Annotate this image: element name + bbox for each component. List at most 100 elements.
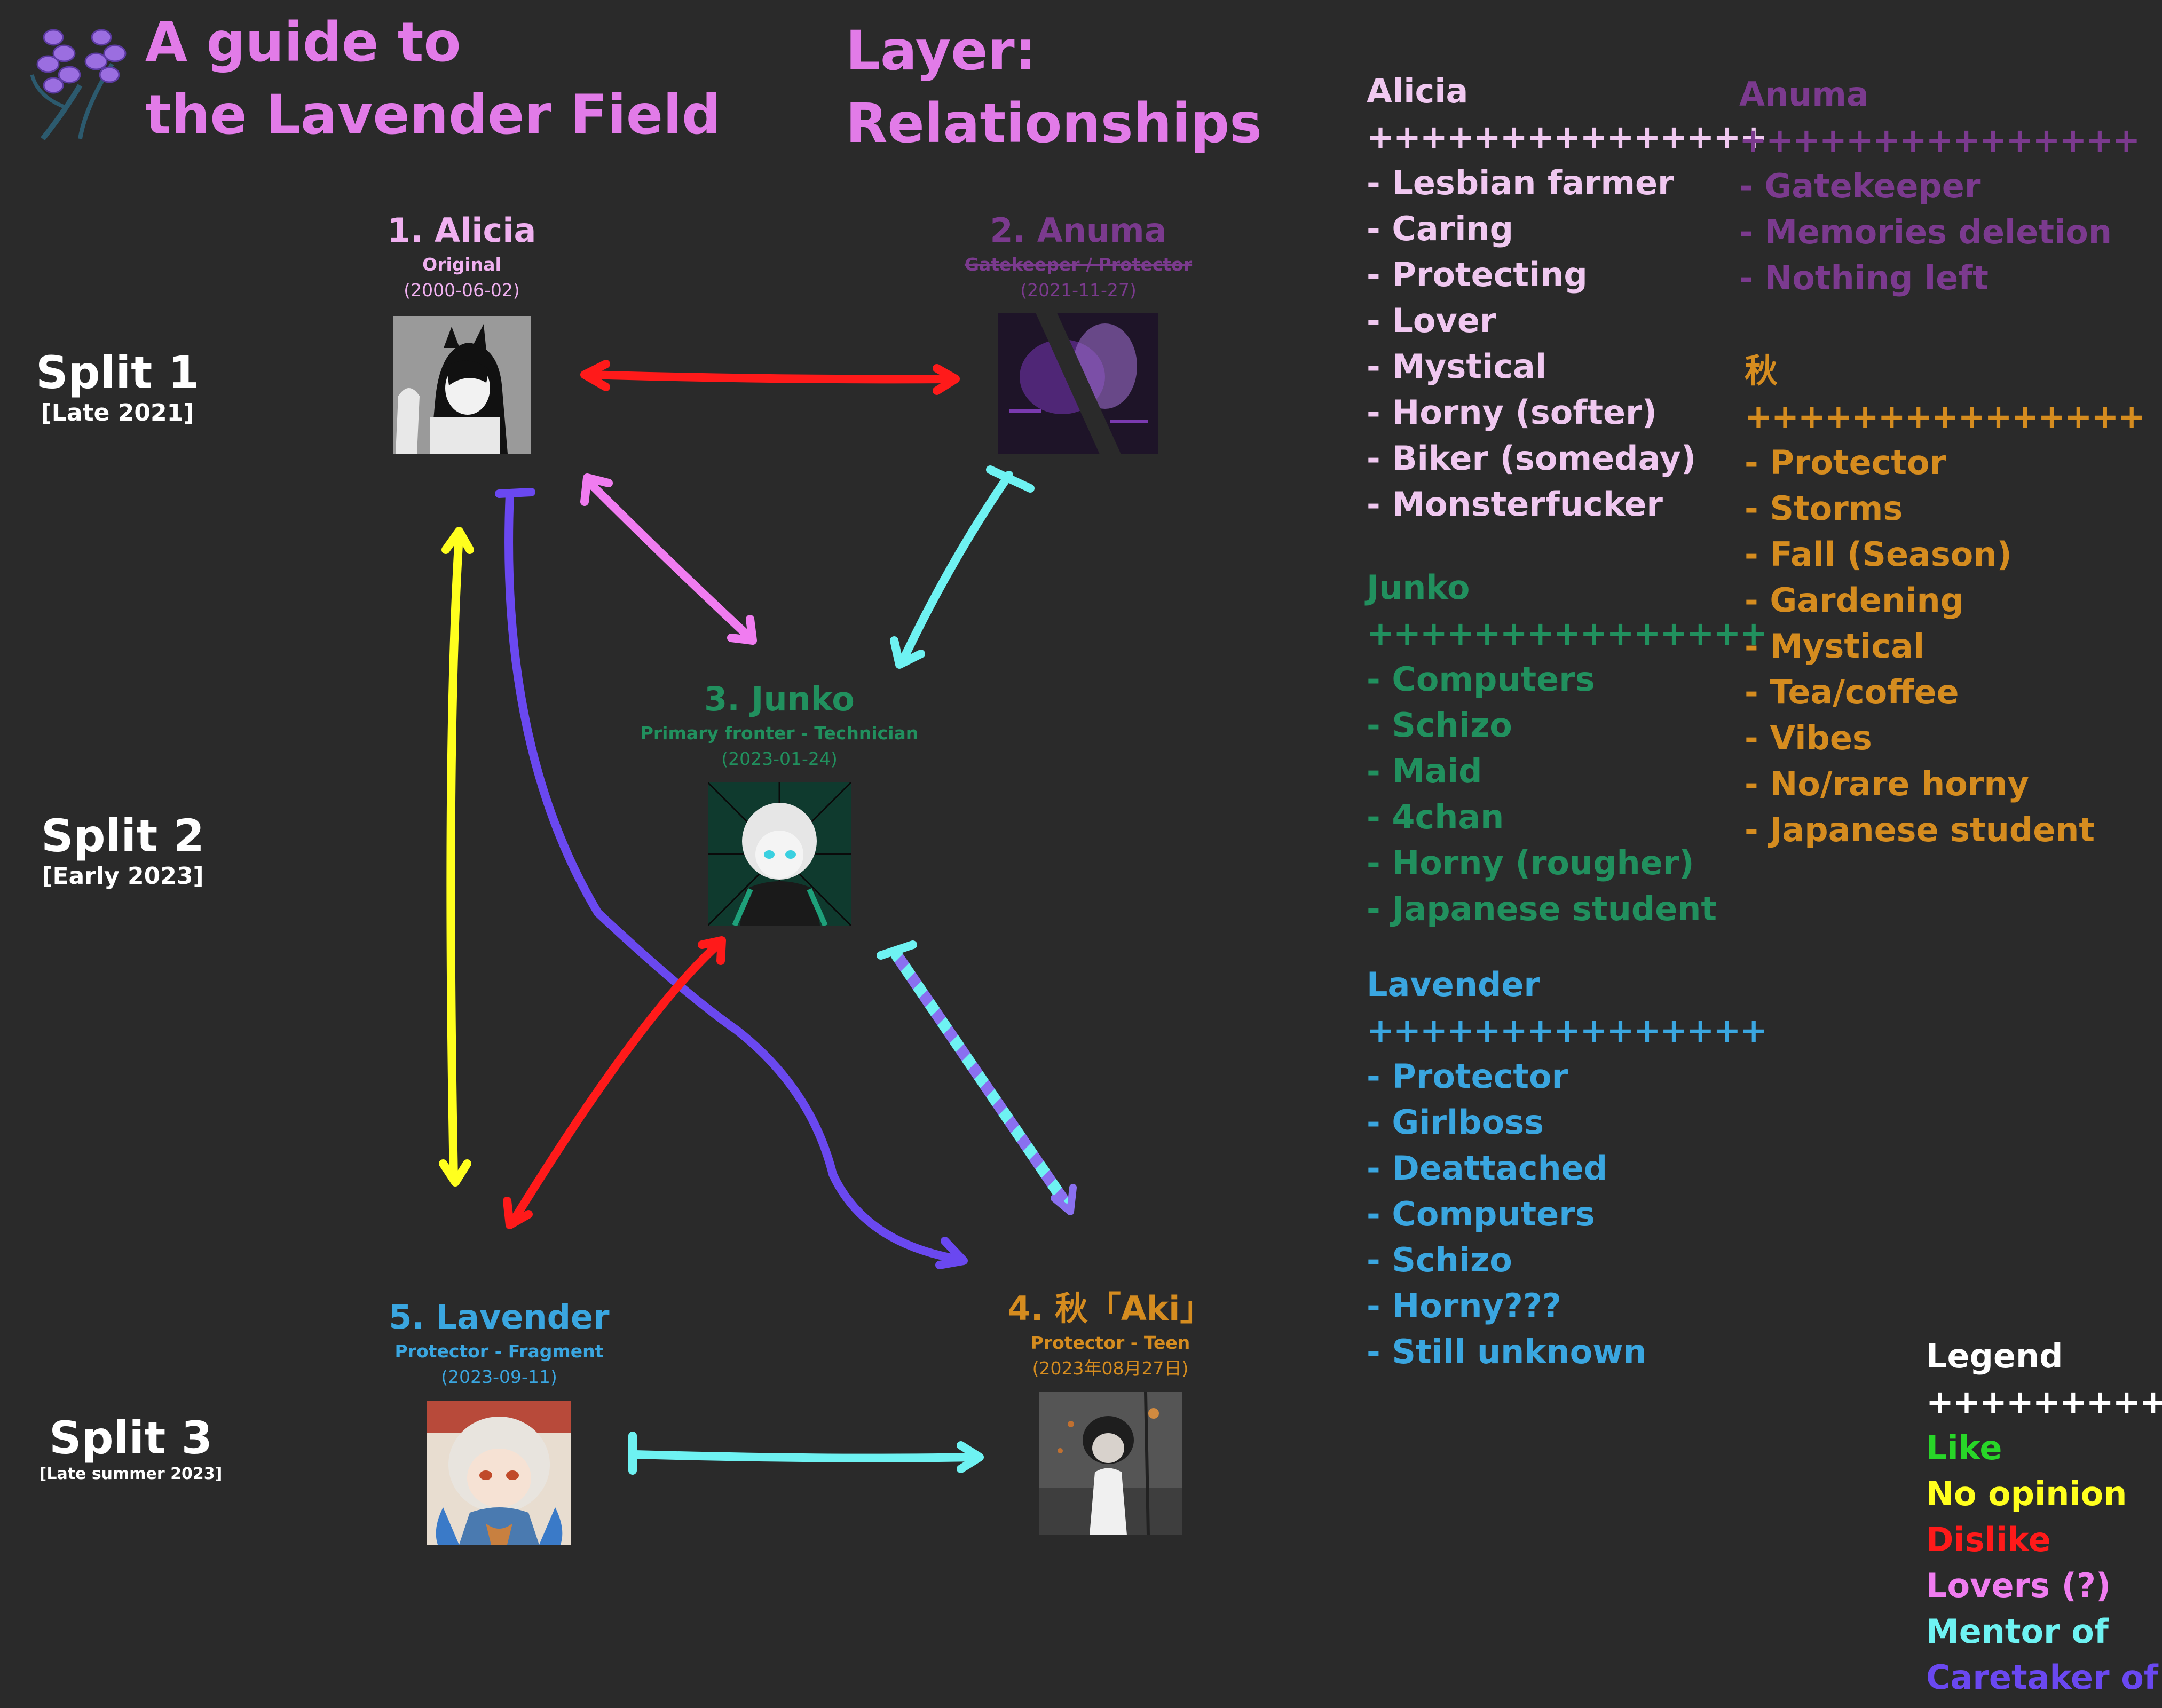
legend-item-mentor: Mentor of bbox=[1926, 1612, 2109, 1651]
guide-title: A guide to the Lavender Field bbox=[145, 6, 721, 152]
split-3: Split 3 [Late summer 2023] bbox=[32, 1411, 230, 1483]
layer-label: Layer: Relationships bbox=[846, 15, 1262, 160]
list-item: - Japanese student bbox=[1745, 810, 2095, 849]
list-item: - Schizo bbox=[1367, 1240, 1512, 1279]
traits-lavender: Lavender +++++++++++++++ - Protector - G… bbox=[1367, 962, 1768, 1375]
list-item: - Girlboss bbox=[1367, 1103, 1544, 1142]
list-item: - Deattached bbox=[1367, 1149, 1608, 1188]
guide-title-line2: the Lavender Field bbox=[145, 83, 721, 147]
list-item: - 4chan bbox=[1367, 797, 1504, 836]
alicia-portrait-icon bbox=[393, 316, 531, 454]
node-alicia: 1. Alicia Original (2000-06-02) bbox=[355, 209, 569, 454]
split-1: Split 1 [Late 2021] bbox=[21, 346, 214, 426]
legend-separator: ++++++++++++ bbox=[1926, 1382, 2162, 1421]
node-anuma-date: (2021-11-27) bbox=[1020, 280, 1137, 301]
node-lavender: 5. Lavender Protector - Fragment (2023-0… bbox=[374, 1296, 625, 1545]
split-1-name: Split 1 bbox=[35, 346, 200, 399]
traits-junko: Junko +++++++++++++++ - Computers - Schi… bbox=[1367, 565, 1768, 932]
striped-arrow-junko-aki bbox=[877, 940, 1077, 1215]
anuma-portrait-icon bbox=[998, 313, 1158, 454]
list-item: - Storms bbox=[1745, 489, 1903, 528]
list-item: - Caring bbox=[1367, 209, 1514, 248]
layer-label-line1: Layer: bbox=[846, 19, 1037, 83]
traits-lavender-heading: Lavender bbox=[1367, 965, 1540, 1004]
dislike-arrow-junko-lavender bbox=[503, 936, 726, 1229]
list-item: - Protecting bbox=[1367, 255, 1588, 294]
node-aki-date: (2023年08月27日) bbox=[1032, 1358, 1189, 1379]
node-aki-role: Protector - Teen bbox=[1030, 1332, 1190, 1353]
traits-aki-separator: +++++++++++++++ bbox=[1745, 397, 2145, 436]
traits-aki-heading: 秋 bbox=[1745, 351, 1778, 390]
traits-alicia-separator: +++++++++++++++ bbox=[1367, 117, 1768, 156]
list-item: - Biker (someday) bbox=[1367, 439, 1697, 478]
list-item: - Gardening bbox=[1745, 581, 1964, 620]
split-2-name: Split 2 bbox=[41, 810, 205, 862]
list-item: - Japanese student bbox=[1367, 889, 1717, 928]
list-item: - Nothing left bbox=[1739, 258, 1989, 297]
legend-item-dislike: Dislike bbox=[1926, 1520, 2051, 1559]
node-junko-role: Primary fronter - Technician bbox=[640, 723, 919, 744]
mentor-arrow-anuma-junko bbox=[890, 465, 1035, 669]
legend-item-caretaker: Caretaker of bbox=[1926, 1658, 2158, 1697]
guide-title-line1: A guide to bbox=[145, 11, 461, 74]
list-item: - Protector bbox=[1367, 1057, 1568, 1096]
list-item: - Vibes bbox=[1745, 718, 1872, 757]
mentor-arrow-lavender-aki bbox=[628, 1432, 984, 1475]
traits-junko-heading: Junko bbox=[1367, 568, 1470, 607]
list-item: - Horny??? bbox=[1367, 1286, 1561, 1325]
list-item: - Tea/coffee bbox=[1745, 673, 1959, 711]
lovers-arrow-alicia-junko bbox=[580, 473, 757, 645]
traits-alicia-heading: Alicia bbox=[1367, 72, 1469, 110]
aki-portrait-icon bbox=[1039, 1392, 1182, 1535]
traits-anuma-separator: +++++++++++++++ bbox=[1739, 121, 2140, 160]
list-item: - Schizo bbox=[1367, 706, 1512, 745]
traits-junko-separator: +++++++++++++++ bbox=[1367, 614, 1768, 653]
list-item: - Gatekeeper bbox=[1739, 167, 1981, 205]
list-item: - Lover bbox=[1367, 301, 1496, 340]
dislike-arrow-alicia-anuma bbox=[580, 360, 960, 395]
node-junko-date: (2023-01-24) bbox=[721, 748, 838, 769]
caretaker-arrow-alicia-aki bbox=[495, 488, 968, 1269]
list-item: - Memories deletion bbox=[1739, 212, 2112, 251]
node-alicia-date: (2000-06-02) bbox=[404, 280, 520, 301]
lavender-portrait-icon bbox=[427, 1401, 571, 1545]
list-item: - Computers bbox=[1367, 1195, 1595, 1233]
split-2: Split 2 [Early 2023] bbox=[27, 809, 219, 890]
list-item: - Fall (Season) bbox=[1745, 535, 2012, 574]
node-aki: 4. 秋「Aki」 Protector - Teen (2023年08月27日) bbox=[982, 1287, 1238, 1535]
layer-label-line2: Relationships bbox=[846, 92, 1262, 155]
node-anuma: 2. Anuma Gatekeeper / Protector (2021-11… bbox=[950, 209, 1206, 454]
traits-aki: 秋 +++++++++++++++ - Protector - Storms -… bbox=[1745, 348, 2145, 853]
node-anuma-role: Gatekeeper / Protector bbox=[964, 254, 1193, 275]
list-item: - Still unknown bbox=[1367, 1332, 1647, 1371]
list-item: - Mystical bbox=[1745, 627, 1925, 666]
node-lavender-role: Protector - Fragment bbox=[394, 1341, 604, 1362]
list-item: - Horny (rougher) bbox=[1367, 843, 1694, 882]
node-lavender-name: 5. Lavender bbox=[389, 1298, 610, 1337]
legend-item-no-opinion: No opinion bbox=[1926, 1474, 2127, 1513]
split-1-date: [Late 2021] bbox=[41, 399, 194, 426]
legend: Legend ++++++++++++ Like No opinion Disl… bbox=[1926, 1333, 2162, 1701]
list-item: - Protector bbox=[1745, 443, 1946, 482]
list-item: - Lesbian farmer bbox=[1367, 163, 1674, 202]
node-junko-name: 3. Junko bbox=[704, 679, 855, 718]
node-alicia-role: Original bbox=[422, 254, 501, 275]
list-item: - Horny (softer) bbox=[1367, 393, 1657, 432]
list-item: - Maid bbox=[1367, 752, 1482, 790]
list-item: - Monsterfucker bbox=[1367, 485, 1663, 524]
node-anuma-name: 2. Anuma bbox=[990, 211, 1167, 250]
split-2-date: [Early 2023] bbox=[42, 863, 204, 890]
legend-item-lovers: Lovers (?) bbox=[1926, 1566, 2111, 1605]
node-junko: 3. Junko Primary fronter - Technician (2… bbox=[619, 678, 940, 926]
legend-heading: Legend bbox=[1926, 1337, 2063, 1375]
node-aki-name: 4. 秋「Aki」 bbox=[1007, 1289, 1213, 1328]
no-opinion-arrow-alicia-lavender bbox=[439, 527, 474, 1187]
split-3-date: [Late summer 2023] bbox=[39, 1465, 223, 1483]
traits-anuma: Anuma +++++++++++++++ - Gatekeeper - Mem… bbox=[1739, 72, 2140, 301]
list-item: - No/rare horny bbox=[1745, 764, 2029, 803]
lavender-logo-icon bbox=[21, 16, 144, 144]
split-3-name: Split 3 bbox=[49, 1412, 213, 1464]
legend-item-like: Like bbox=[1926, 1428, 2002, 1467]
traits-lavender-separator: +++++++++++++++ bbox=[1367, 1011, 1768, 1050]
